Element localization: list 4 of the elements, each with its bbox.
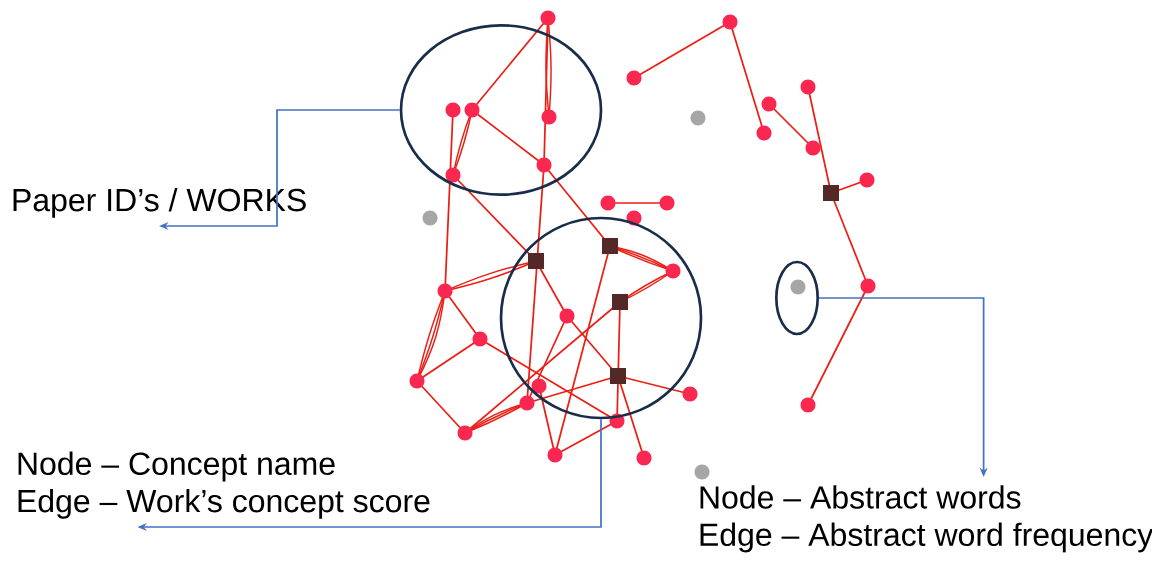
highlight-ellipse: [775, 260, 819, 336]
highlight-ellipse: [499, 216, 703, 420]
caption-text: Node – Concept name Edge – Work’s concept score: [18, 451, 430, 519]
highlight-ellipse: [399, 24, 603, 196]
